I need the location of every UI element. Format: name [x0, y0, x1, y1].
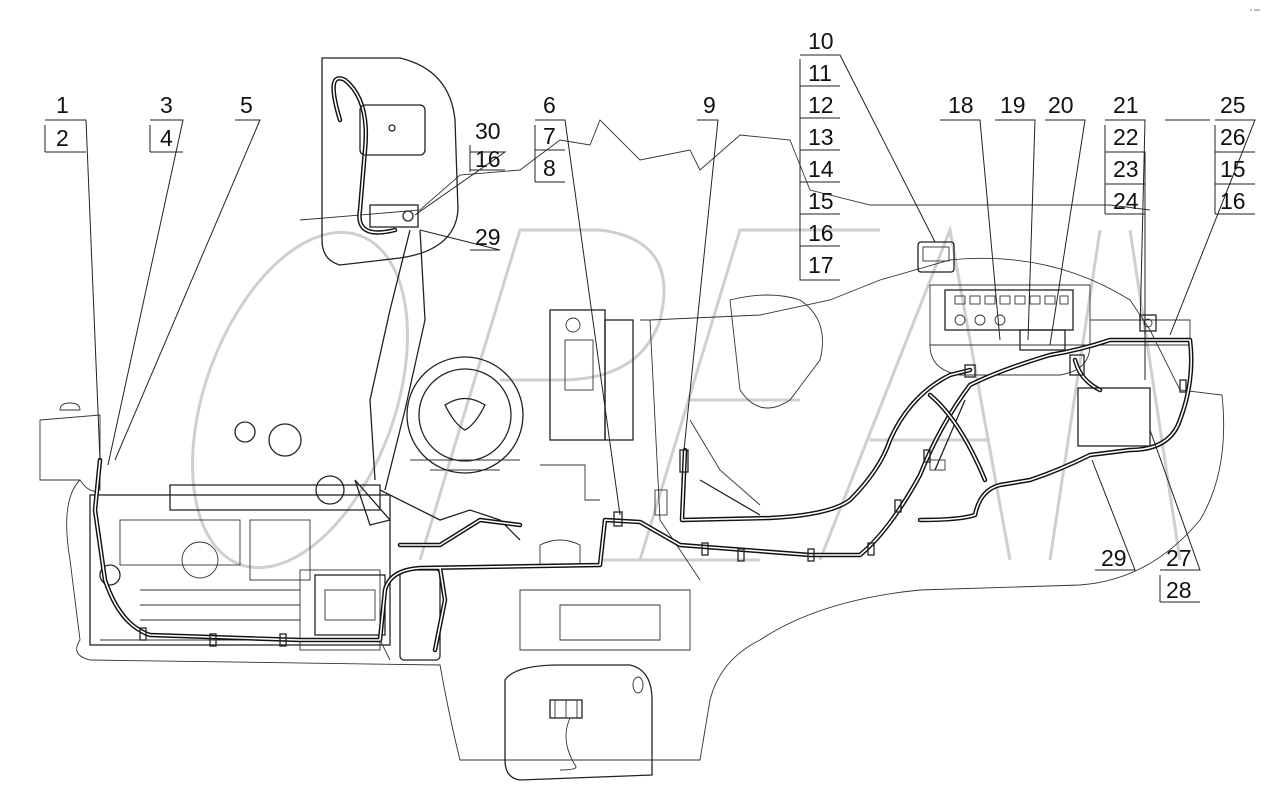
callout-12: 12 [808, 92, 834, 118]
engine [89, 421, 521, 661]
callout-19: 19 [1000, 92, 1026, 118]
air-cleaner [406, 356, 524, 474]
callout-30: 30 [475, 118, 501, 144]
inset-detail [321, 57, 459, 491]
callout-9: 9 [703, 92, 716, 118]
callout-24: 24 [1113, 188, 1139, 214]
callout-frames [44, 59, 1216, 602]
leader-lines [45, 54, 1256, 603]
callout-5: 5 [240, 92, 253, 118]
callout-28: 28 [1166, 577, 1192, 603]
callout-1: 1 [56, 92, 69, 118]
callout-18: 18 [948, 92, 974, 118]
callout-16-b: 16 [1220, 188, 1246, 214]
callout-15-a: 15 [808, 188, 834, 214]
callout-7: 7 [543, 123, 556, 149]
hydraulic-tank [540, 309, 634, 501]
callout-11: 11 [808, 60, 832, 86]
callouts: 1 2 3 4 5 6 7 8 9 10 11 12 13 14 15 16 1… [56, 28, 1246, 603]
callout-6: 6 [543, 92, 556, 118]
background-outlines [39, 119, 1225, 761]
callout-16-c: 16 [475, 146, 501, 172]
callout-29-b: 29 [1101, 545, 1127, 571]
callout-2: 2 [56, 125, 69, 151]
callout-23: 23 [1113, 156, 1139, 182]
battery-box [504, 664, 653, 781]
callout-14: 14 [808, 156, 834, 182]
callout-13: 13 [808, 124, 834, 150]
cab-controls [654, 399, 966, 516]
callout-29-a: 29 [475, 224, 501, 250]
callout-8: 8 [543, 155, 556, 181]
wiring-harness [92, 337, 1194, 653]
callout-4: 4 [160, 125, 173, 151]
callout-20: 20 [1048, 92, 1074, 118]
callout-10: 10 [808, 28, 834, 54]
corner-mark: ▫ ▫▫▫ [1250, 8, 1260, 14]
callout-3: 3 [160, 92, 173, 118]
callout-17: 17 [808, 252, 834, 278]
callout-21: 21 [1113, 92, 1139, 118]
callout-22: 22 [1113, 124, 1139, 150]
callout-15-b: 15 [1220, 156, 1246, 182]
callout-26: 26 [1220, 124, 1246, 150]
callout-27: 27 [1166, 545, 1192, 571]
instrument-panel [917, 241, 1157, 447]
callout-25: 25 [1220, 92, 1246, 118]
callout-16-a: 16 [808, 220, 834, 246]
